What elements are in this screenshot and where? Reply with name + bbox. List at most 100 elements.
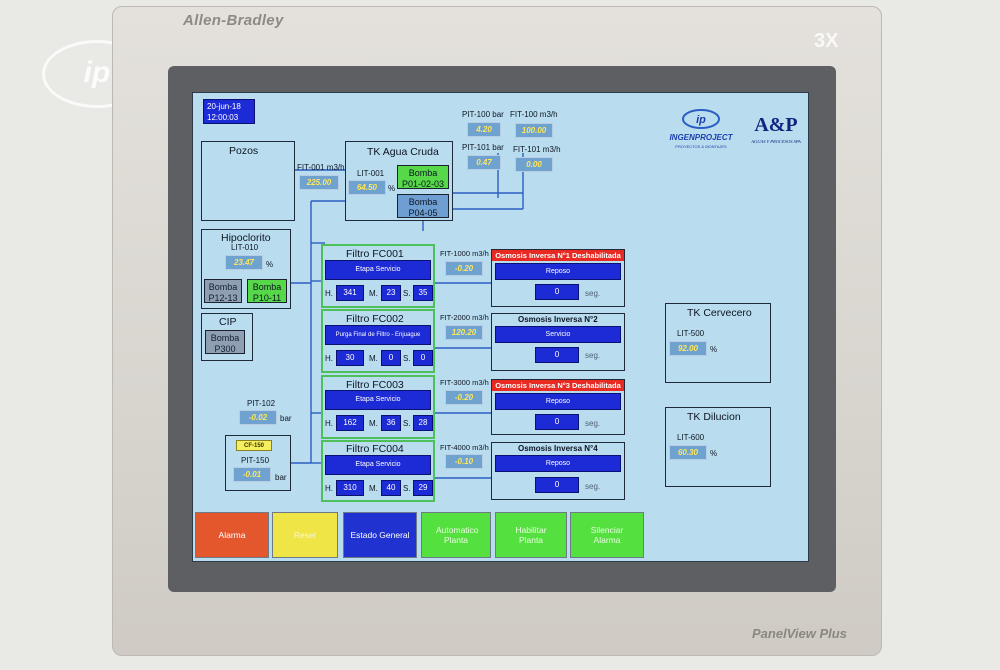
cf150-tag: CF-150 (236, 440, 272, 451)
osmosis-title: Osmosis Inversa N°3 Deshabilitada (492, 380, 624, 391)
time-text: 12:00:03 (207, 113, 239, 122)
timer-h-label: H. (325, 419, 333, 428)
lit600-label: LIT-600 (677, 433, 705, 442)
fit4000-value: -0.10 (445, 454, 483, 469)
timer-s-value: 28 (413, 415, 433, 431)
pit101-value: 0.47 (467, 155, 501, 170)
timer-s-value: 35 (413, 285, 433, 301)
timer-m-label: M. (369, 484, 378, 493)
lit600-value: 60.30 (669, 445, 707, 460)
filter-title: Filtro FC003 (346, 379, 404, 391)
pump-label: Bomba (252, 282, 282, 292)
pit150-unit: bar (275, 473, 287, 482)
timer-m-value: 0 (381, 350, 401, 366)
pump-id: P12-13 (208, 293, 238, 303)
svg-text:INGENPROJECT: INGENPROJECT (669, 133, 733, 142)
lit010-unit: % (266, 260, 274, 269)
filter-title: Filtro FC001 (346, 248, 404, 260)
silenciar-alarma-button[interactable]: Silenciar Alarma (570, 512, 644, 558)
lit600-unit: % (710, 449, 718, 458)
habilitar-planta-button[interactable]: Habilitar Planta (495, 512, 567, 558)
osmosis-timer-value: 0 (535, 284, 579, 300)
button-label: Estado General (350, 530, 410, 540)
reset-button[interactable]: Reset (272, 512, 338, 558)
osmosis-timer-unit: seg. (585, 289, 601, 298)
automatico-planta-button[interactable]: Automatico Planta (421, 512, 491, 558)
osmosis-status-button[interactable]: Reposo (495, 455, 621, 472)
pit150-label: PIT-150 (241, 456, 270, 465)
osmosis-title: Osmosis Inversa N°2 (518, 315, 598, 324)
fit100-value: 100.00 (515, 123, 553, 138)
osmosis-timer-unit: seg. (585, 351, 601, 360)
fit3000-label: FIT-3000 m3/h (440, 378, 489, 387)
date-time-display: 20-jun-18 12:00:03 (203, 99, 255, 124)
timer-m-value: 36 (381, 415, 401, 431)
filter-title: Filtro FC004 (346, 443, 404, 455)
pump-id: P10-11 (252, 293, 282, 303)
fit100-label: FIT-100 m3/h (510, 110, 558, 119)
svg-text:A&P: A&P (754, 114, 797, 136)
osmosis-status-button[interactable]: Reposo (495, 393, 621, 410)
osmosis-status-button[interactable]: Servicio (495, 326, 621, 343)
fit1000-label: FIT-1000 m3/h (440, 249, 489, 258)
pump-label: Bomba (408, 168, 438, 178)
filter-status-button[interactable]: Etapa Servicio (325, 390, 431, 410)
fit2000-value: 120.20 (445, 325, 483, 340)
estado-general-button[interactable]: Estado General (343, 512, 417, 558)
osmosis-status-button[interactable]: Reposo (495, 263, 621, 280)
filter-status-button[interactable]: Etapa Servicio (325, 455, 431, 475)
ap-logo: A&P AGUAS Y PROCESOS SPA (750, 114, 801, 144)
pump-label: Bomba (408, 197, 438, 207)
pump-id: P01-02-03 (401, 179, 445, 189)
filter-status-button[interactable]: Purga Final de Filtro - Enjuague (325, 325, 431, 345)
alarma-button[interactable]: Alarma (195, 512, 269, 558)
pump-p300-button[interactable]: Bomba P300 (205, 330, 245, 354)
timer-h-value: 310 (336, 480, 364, 496)
pump-p10-11-button[interactable]: Bomba P10-11 (247, 279, 287, 303)
fit001-value: 225.00 (299, 175, 339, 190)
lit500-value: 92.00 (669, 341, 707, 356)
pit101-label: PIT-101 bar (462, 143, 504, 152)
timer-m-label: M. (369, 354, 378, 363)
pump-label: Bomba (208, 282, 238, 292)
pozos-box (201, 141, 295, 221)
timer-h-value: 30 (336, 350, 364, 366)
pump-p12-13-button[interactable]: Bomba P12-13 (204, 279, 242, 303)
pump-p01-02-03-button[interactable]: Bomba P01-02-03 (397, 165, 449, 189)
pit100-label: PIT-100 bar (462, 110, 504, 119)
timer-h-label: H. (325, 289, 333, 298)
fit1000-value: -0.20 (445, 261, 483, 276)
timer-s-label: S. (403, 419, 411, 428)
pump-p04-05-button[interactable]: Bomba P04-05 (397, 194, 449, 218)
pump-id: P300 (214, 344, 236, 354)
svg-text:ip: ip (696, 114, 706, 126)
lit010-value: 23.47 (225, 255, 263, 270)
timer-h-label: H. (325, 484, 333, 493)
lit001-unit: % (388, 184, 396, 193)
button-label: Habilitar Planta (515, 525, 547, 545)
tk-cervecero-title: TK Cervecero (687, 307, 752, 319)
osmosis-timer-unit: seg. (585, 419, 601, 428)
fit101-value: 0.00 (515, 157, 553, 172)
timer-h-value: 162 (336, 415, 364, 431)
timer-m-label: M. (369, 419, 378, 428)
ingenproject-logo: ip INGENPROJECT PROYECTOS & MONTAJES (669, 109, 734, 149)
date-text: 20-jun-18 (207, 102, 241, 111)
timer-s-label: S. (403, 289, 411, 298)
osmosis-timer-value: 0 (535, 347, 579, 363)
timer-m-value: 40 (381, 480, 401, 496)
button-label: Reset (293, 530, 317, 540)
fit2000-label: FIT-2000 m3/h (440, 313, 489, 322)
osmosis-title: Osmosis Inversa N°1 Deshabilitada (492, 250, 624, 261)
filter-title: Filtro FC002 (346, 313, 404, 325)
filter-status-button[interactable]: Etapa Servicio (325, 260, 431, 280)
osmosis-timer-value: 0 (535, 414, 579, 430)
pit102-label: PIT-102 (247, 399, 276, 408)
timer-s-value: 29 (413, 480, 433, 496)
timer-h-label: H. (325, 354, 333, 363)
cip-title: CIP (219, 316, 237, 328)
fit101-label: FIT-101 m3/h (513, 145, 561, 154)
pit102-unit: bar (280, 414, 292, 423)
pit100-value: 4.20 (467, 122, 501, 137)
tk-agua-cruda-title: TK Agua Cruda (367, 146, 439, 158)
